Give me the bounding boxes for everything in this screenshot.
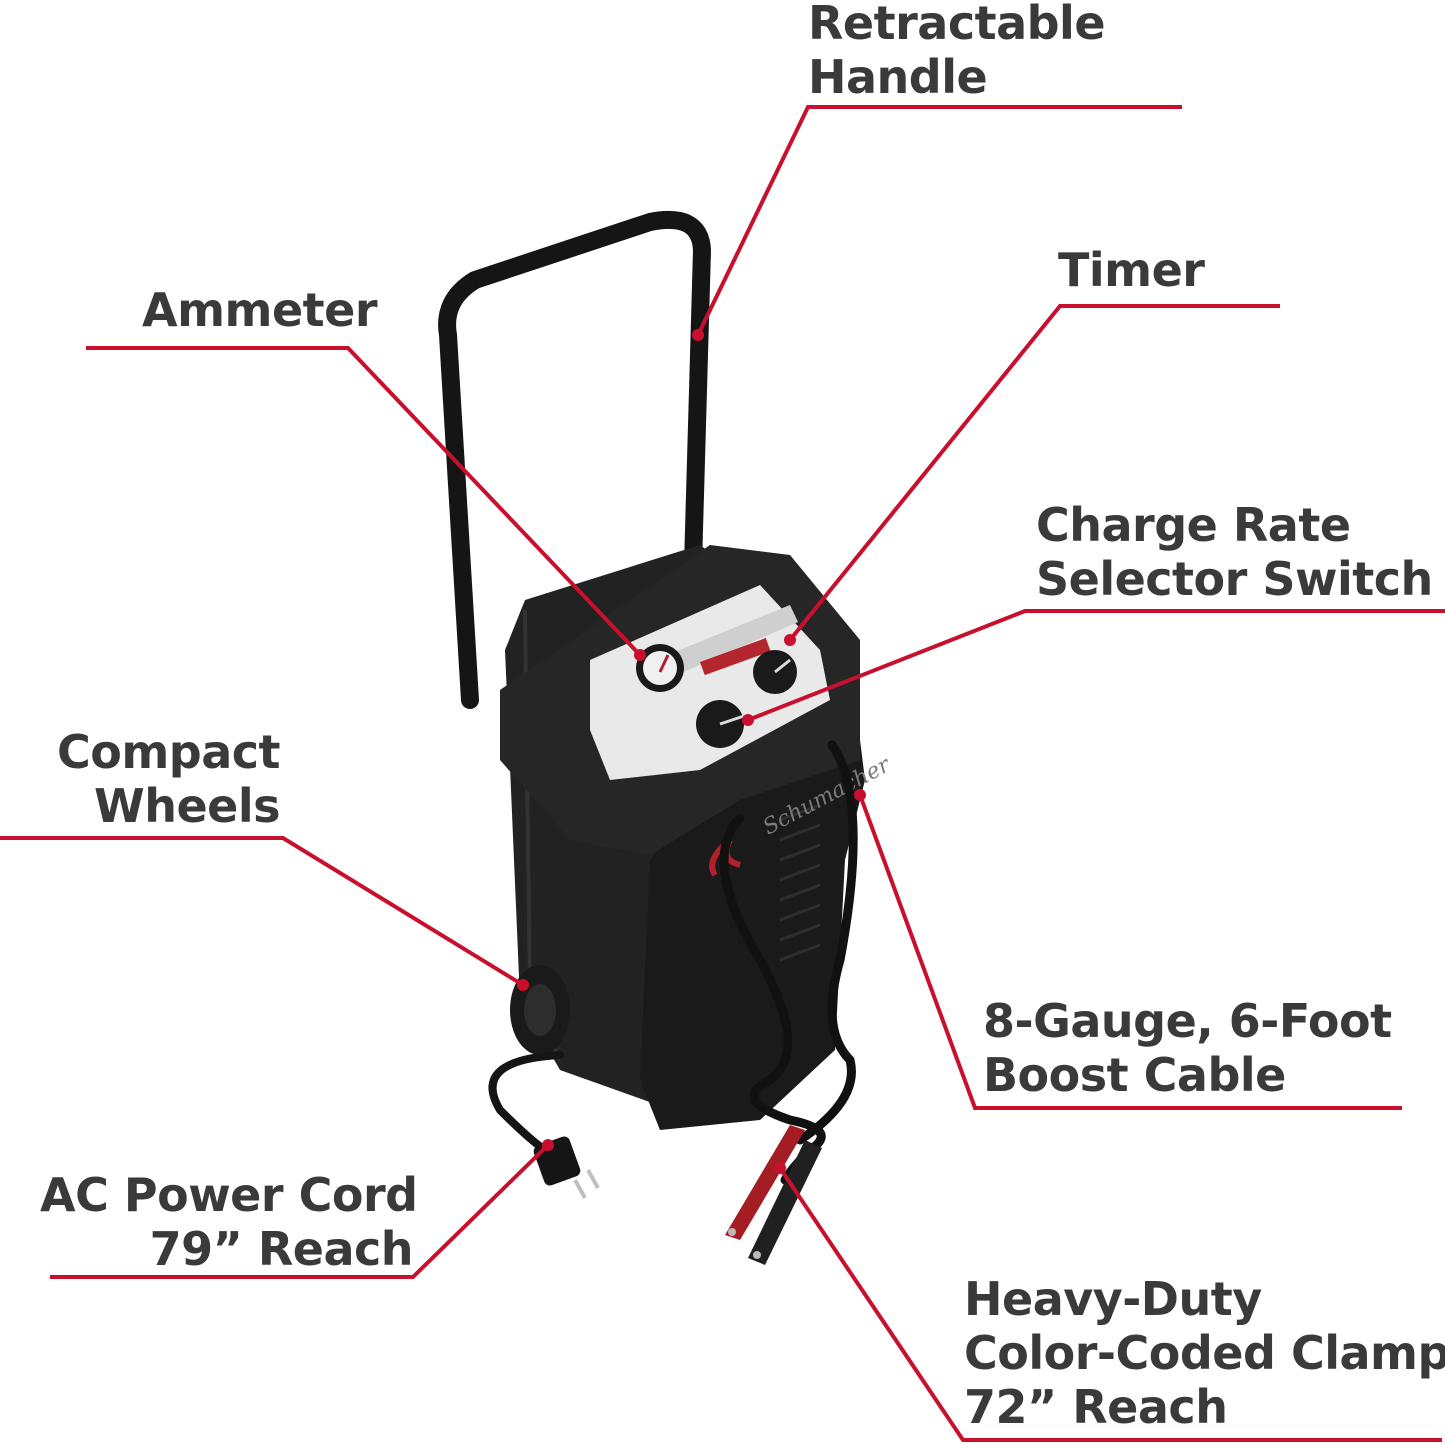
callout-charge-rate-line2: Selector Switch — [1036, 552, 1433, 606]
callout-charge-rate: Charge Rate Selector Switch — [1036, 498, 1433, 606]
callout-boost-cable: 8-Gauge, 6-Foot Boost Cable — [983, 994, 1392, 1102]
leader-compact-wheels — [0, 836, 526, 988]
leader-timer — [787, 304, 1280, 643]
callout-clamps-line1: Heavy-Duty — [964, 1272, 1262, 1326]
clamp-icon — [725, 1125, 822, 1265]
callout-retractable-handle-line2: Handle — [808, 50, 988, 104]
callout-retractable-handle: Retractable Handle — [808, 0, 1106, 104]
callout-ammeter: Ammeter — [142, 283, 378, 337]
callout-ammeter-line1: Ammeter — [142, 283, 378, 337]
callout-timer-line1: Timer — [1058, 243, 1205, 297]
callout-clamps-line2: Color-Coded Clamps — [964, 1326, 1445, 1380]
callout-boost-cable-line1: 8-Gauge, 6-Foot — [983, 994, 1392, 1048]
callout-power-cord-line1: AC Power Cord — [40, 1168, 418, 1222]
control-panel — [590, 585, 830, 780]
callout-clamps-line3: 72” Reach — [964, 1380, 1228, 1434]
leader-ammeter — [86, 346, 643, 658]
callout-power-cord: AC Power Cord 79” Reach — [40, 1168, 418, 1276]
callout-clamps: Heavy-Duty Color-Coded Clamps 72” Reach — [964, 1272, 1445, 1434]
callout-timer: Timer — [1058, 243, 1205, 297]
wheel-icon — [510, 965, 570, 1055]
leader-charge-rate — [745, 609, 1445, 723]
leader-boost-cable — [857, 792, 1402, 1110]
callout-boost-cable-line2: Boost Cable — [983, 1048, 1286, 1102]
callout-retractable-handle-line1: Retractable — [808, 0, 1106, 50]
leader-endpoints — [517, 329, 866, 1174]
callout-charge-rate-line1: Charge Rate — [1036, 498, 1351, 552]
callout-power-cord-line2: 79” Reach — [149, 1222, 414, 1276]
timer-knob-icon — [753, 650, 797, 694]
leader-clamps — [777, 1165, 1442, 1442]
rate-selector-knob-icon — [696, 700, 745, 748]
callout-compact-wheels-line2: Wheels — [93, 779, 281, 833]
leader-retractable-handle — [695, 105, 1182, 338]
callout-compact-wheels: Compact Wheels — [40, 725, 281, 833]
callout-compact-wheels-line1: Compact — [56, 725, 281, 779]
handle-icon — [438, 210, 711, 709]
ammeter-gauge-icon — [636, 644, 684, 692]
leader-lines — [0, 105, 1445, 1442]
leader-power-cord — [50, 1142, 551, 1279]
